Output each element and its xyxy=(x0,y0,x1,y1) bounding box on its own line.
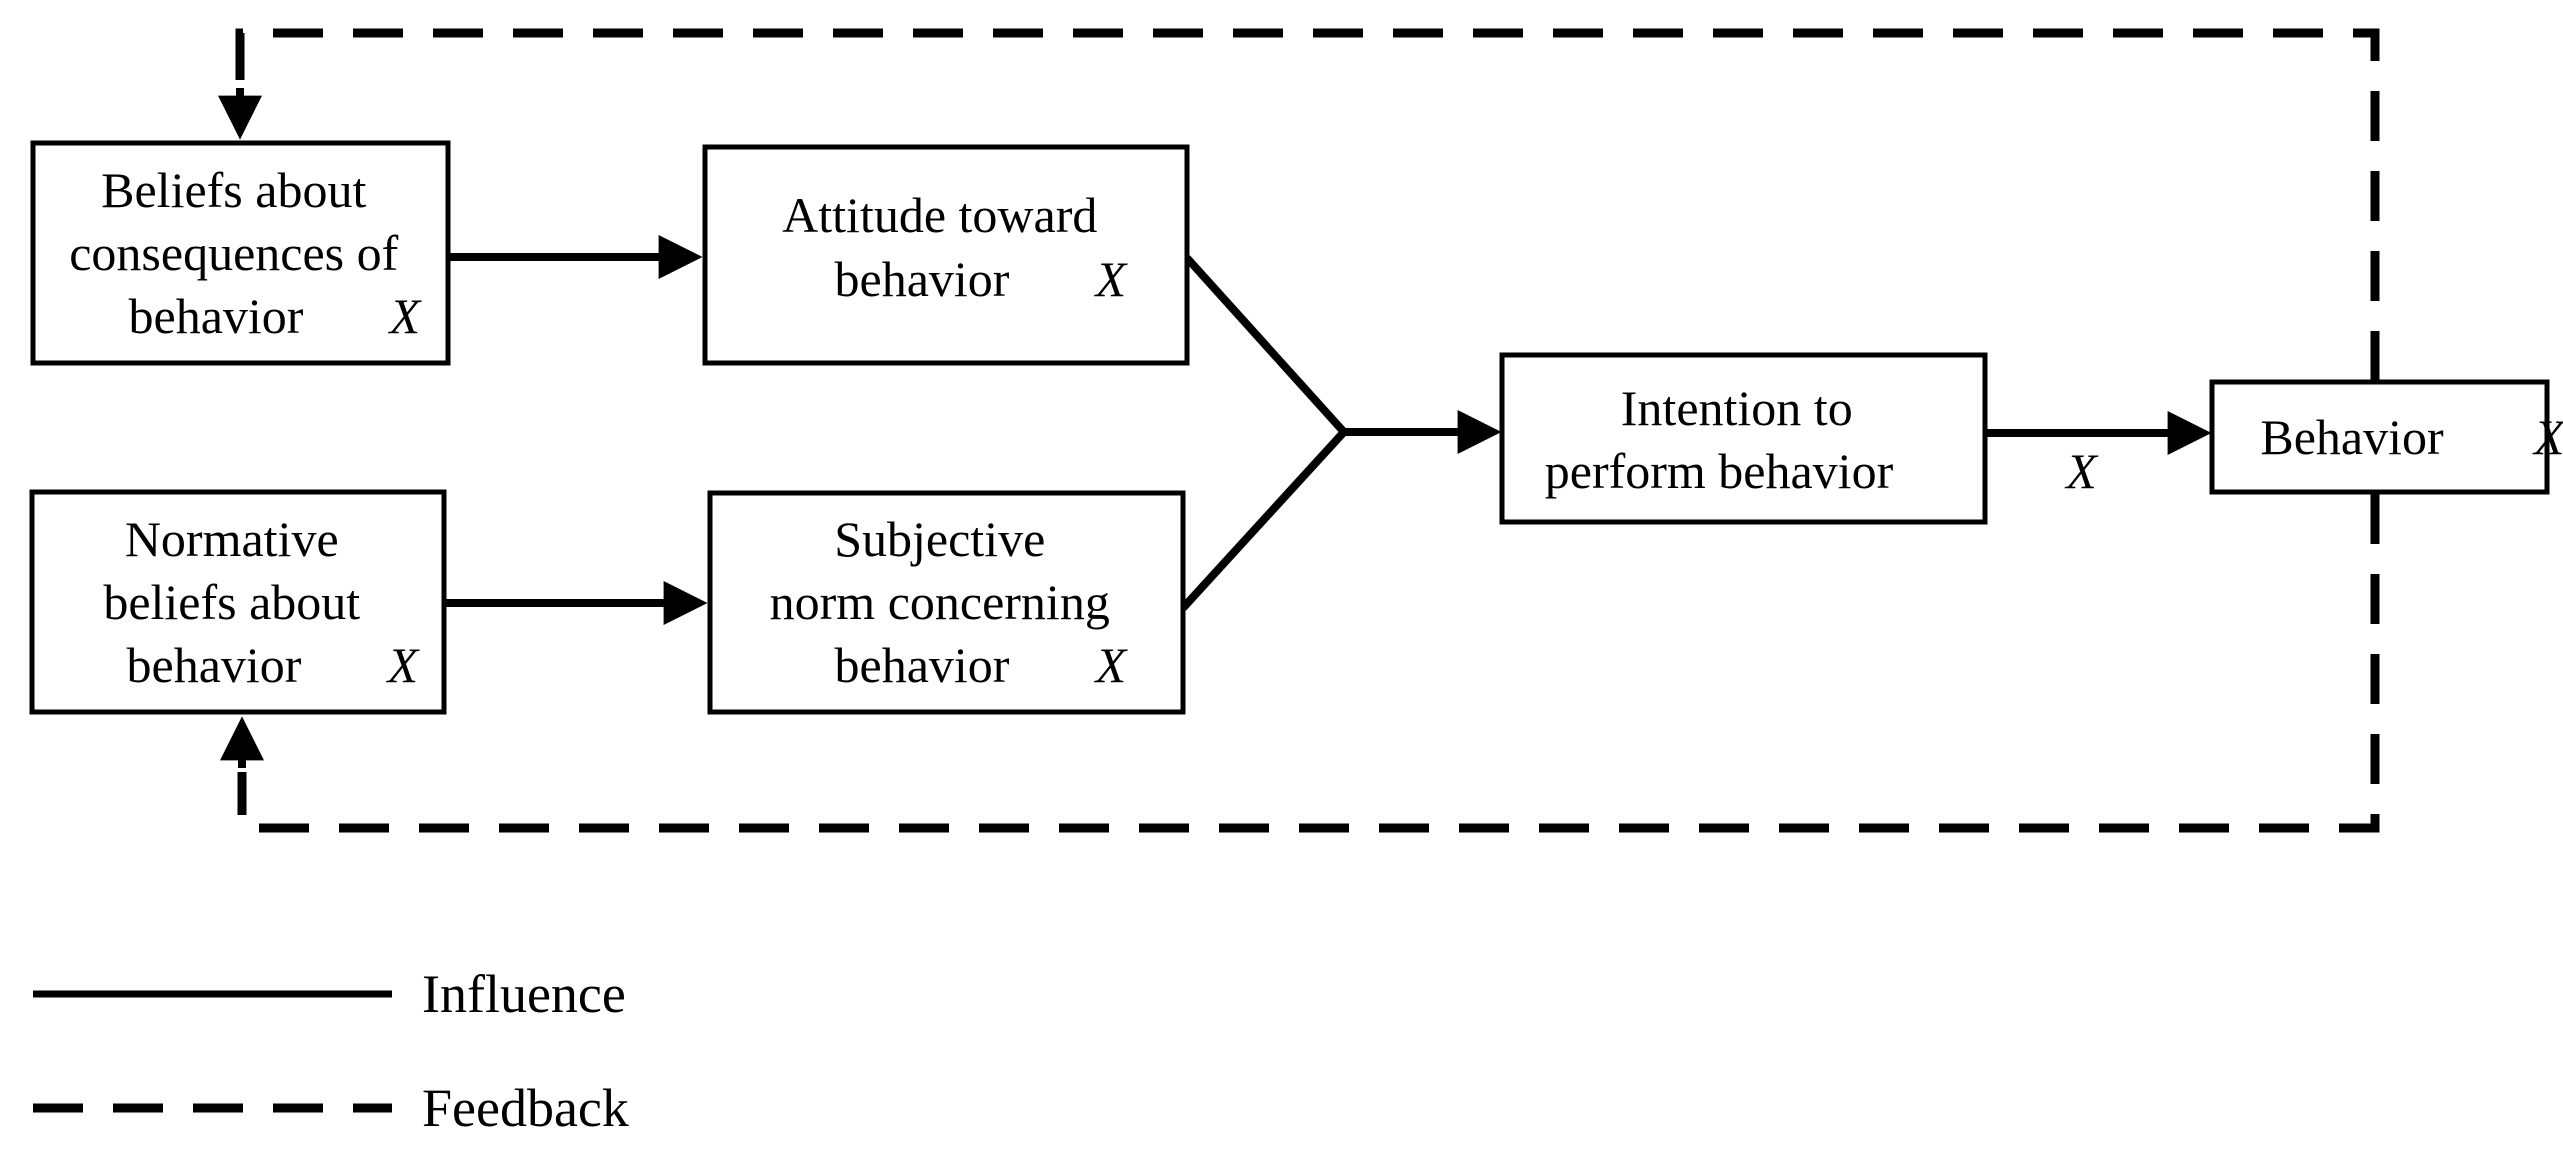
influence-diagonal-subjective-to-junction xyxy=(1180,430,1346,611)
subjective-box xyxy=(707,490,1186,715)
intention-box xyxy=(1499,352,1988,525)
attitude-box xyxy=(702,144,1190,366)
normative-box xyxy=(29,489,447,715)
legend-influence-label: Influence xyxy=(422,964,626,1024)
beliefs-box xyxy=(30,140,451,366)
feedback-path-top xyxy=(235,28,2380,380)
behavior-box xyxy=(2209,379,2550,495)
legend-feedback-label: Feedback xyxy=(422,1078,629,1138)
feedback-path-bottom xyxy=(237,494,2380,833)
influence-diagonal-attitude-to-junction xyxy=(1184,255,1346,434)
